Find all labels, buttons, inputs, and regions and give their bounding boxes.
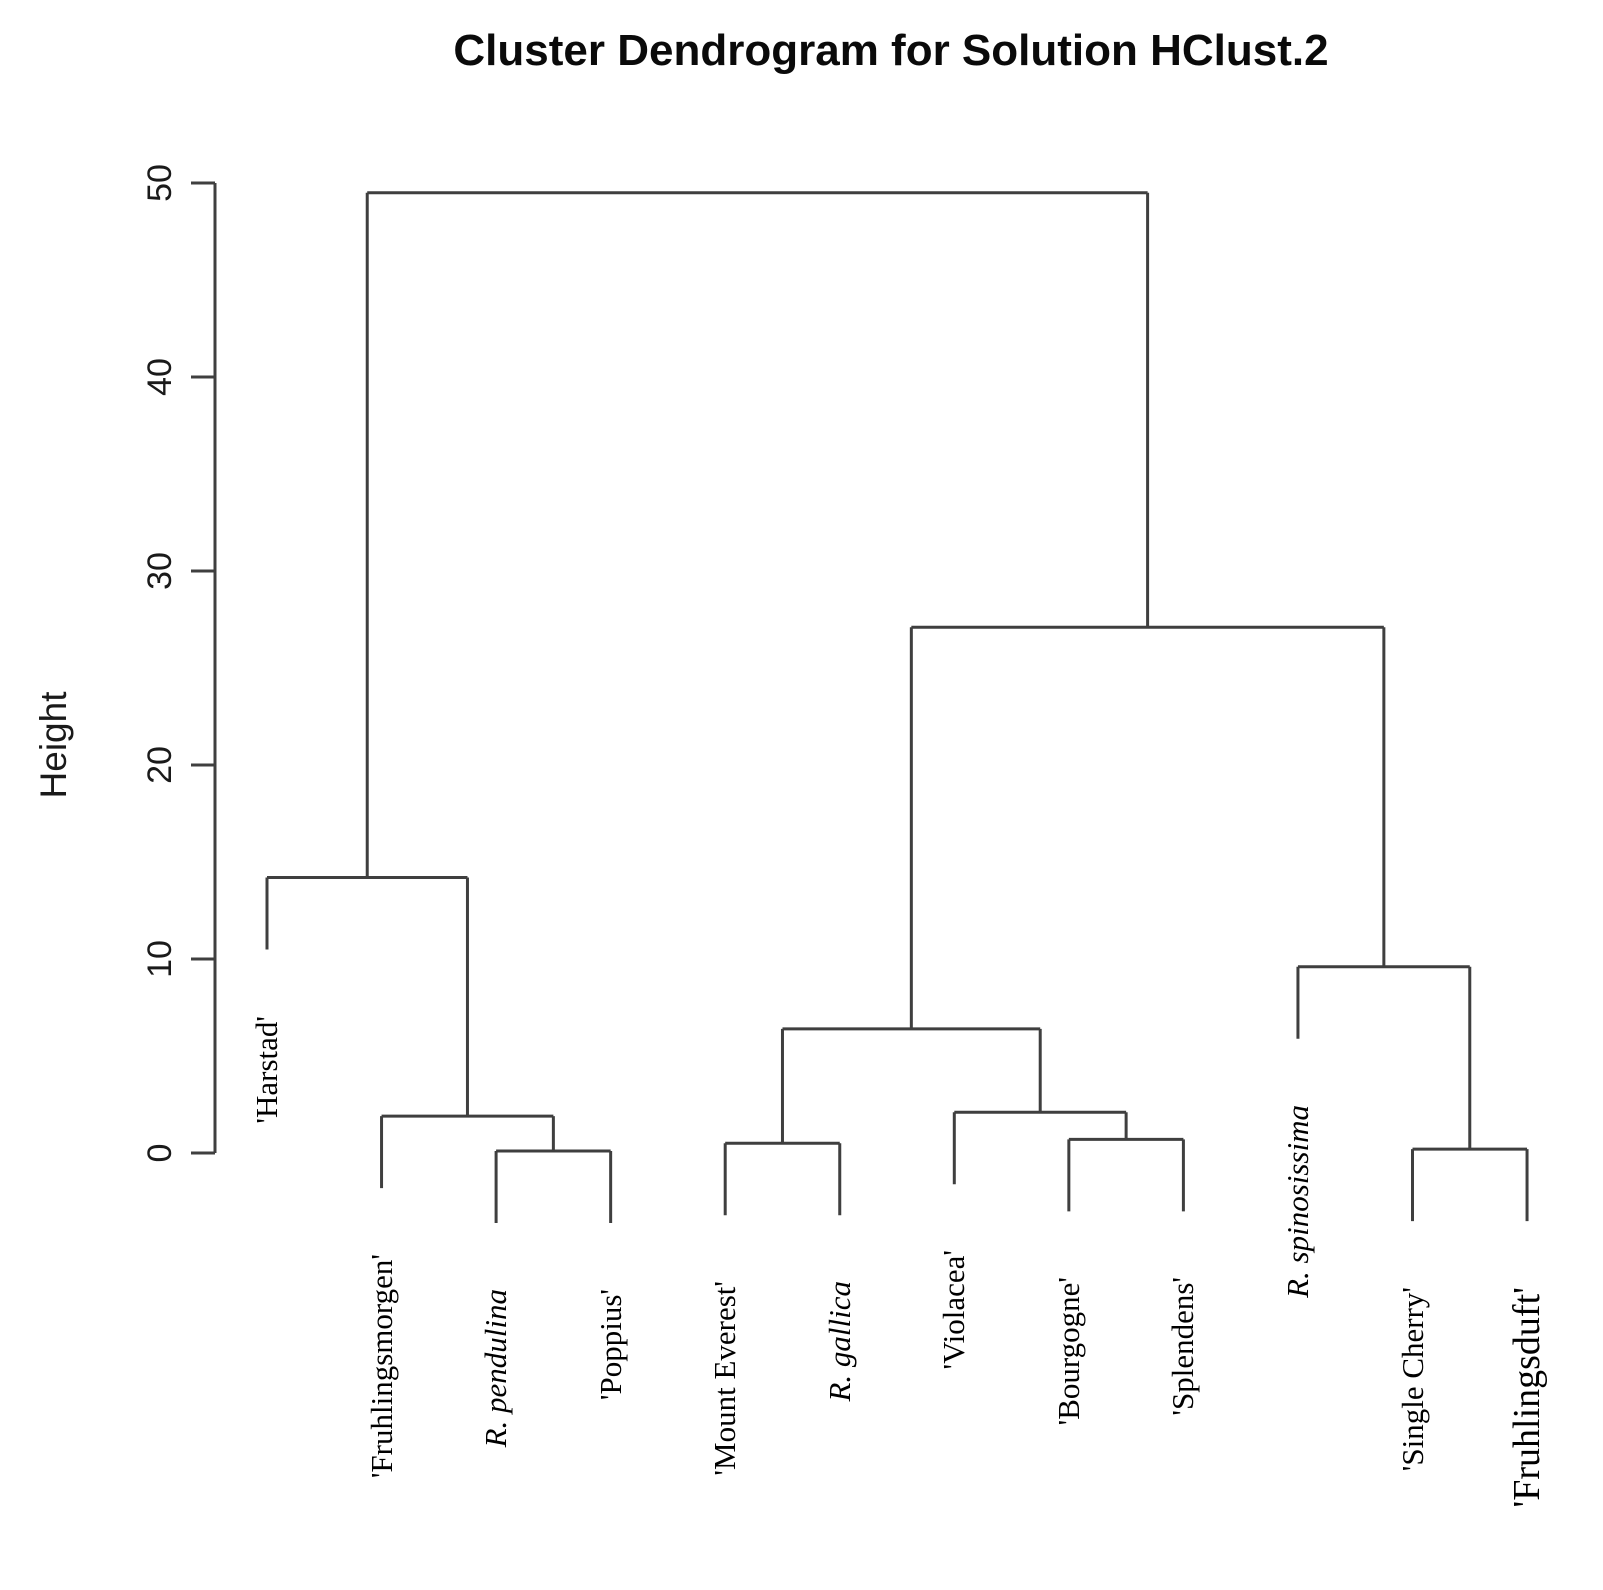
y-tick-label-10: 10 xyxy=(141,940,179,978)
chart-title: Cluster Dendrogram for Solution HClust.2 xyxy=(453,26,1329,75)
y-axis-title: Height xyxy=(33,691,74,799)
y-tick-label-0: 0 xyxy=(141,1143,179,1163)
leaf-label-fruhlingsmorgen: 'Fruhlingsmorgen' xyxy=(363,1254,399,1479)
y-tick-label-50: 50 xyxy=(141,164,179,202)
leaf-label-fruhlingsduft: 'Fruhlingsduft' xyxy=(1506,1287,1549,1508)
y-tick-label-40: 40 xyxy=(141,358,179,396)
leaf-label-violacea: 'Violacea' xyxy=(936,1250,972,1370)
leaf-label-r-pendulina: R. pendulina xyxy=(478,1289,514,1448)
leaf-label-poppius: 'Poppius' xyxy=(592,1289,628,1401)
y-tick-label-20: 20 xyxy=(141,746,179,784)
leaf-label-mount-everest: 'Mount Everest' xyxy=(707,1281,743,1476)
leaf-label-splendens: 'Splendens' xyxy=(1165,1277,1201,1417)
y-tick-label-30: 30 xyxy=(141,552,179,590)
leaf-label-bourgogne: 'Bourgogne' xyxy=(1050,1277,1086,1426)
leaf-label-single-cherry: 'Single Cherry' xyxy=(1394,1287,1430,1472)
leaf-label-harstad: 'Harstad' xyxy=(249,1015,284,1124)
leaf-label-r-spinosissima: R. spinosissima xyxy=(1279,1104,1315,1298)
leaf-label-r-gallica: R. gallica xyxy=(821,1281,857,1402)
